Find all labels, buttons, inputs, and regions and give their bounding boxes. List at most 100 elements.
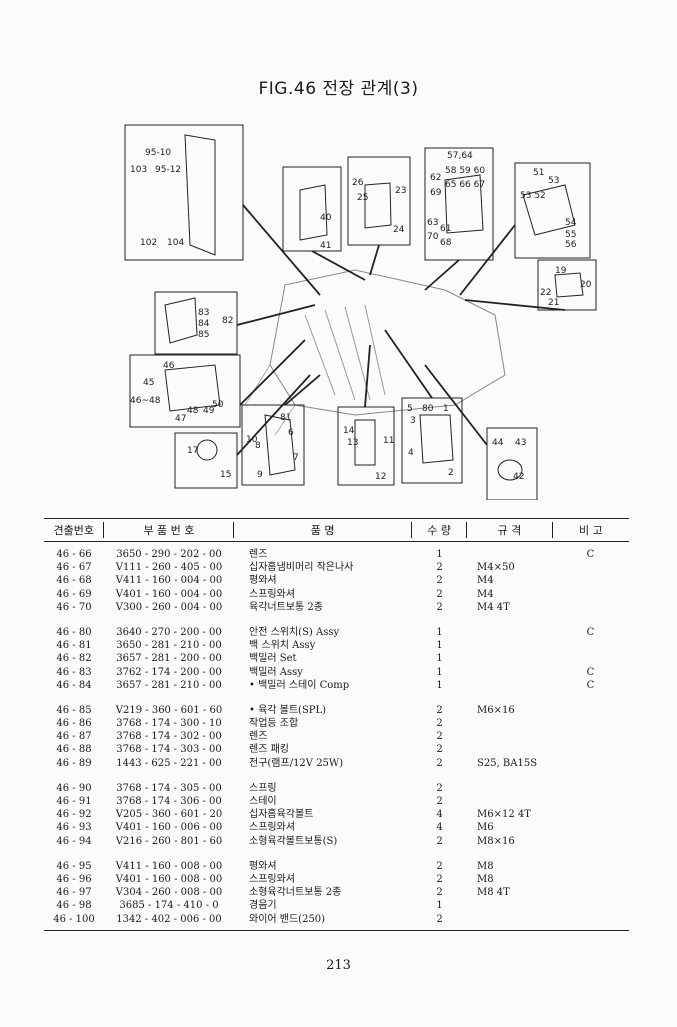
callout-label: 104 — [167, 238, 184, 248]
callout-label: 82 — [222, 316, 233, 326]
callout-label: 26 — [352, 178, 364, 188]
callout-label: 19 — [555, 266, 567, 276]
row-part-number: 3768 - 174 - 303 - 00 — [116, 744, 222, 756]
callout-label: 50 — [212, 400, 224, 410]
row-spec — [467, 913, 552, 926]
row-ref-number: 46 - 88 — [56, 744, 92, 756]
row-remarks — [552, 782, 629, 795]
row-spec — [467, 795, 552, 808]
callout-label: 9 — [257, 470, 263, 480]
row-quantity: 4 — [436, 809, 443, 821]
callout-label: 2 — [448, 468, 454, 478]
table-header: 견출번호 부 품 번 호 품 명 수 량 규 격 비 고 — [44, 518, 629, 542]
row-quantity: 4 — [436, 822, 443, 834]
row-part-number: 3768 - 174 - 305 - 00 — [116, 782, 222, 794]
row-quantity: 2 — [436, 744, 443, 756]
row-spec: M4 4T — [477, 601, 510, 613]
row-part-number: V411 - 160 - 004 - 00 — [115, 575, 223, 587]
row-part-number: 3768 - 174 - 300 - 10 — [116, 718, 222, 730]
row-part-name: 와이어 밴드(250) — [249, 913, 326, 925]
callout-label: 24 — [393, 225, 405, 235]
callout-label: 63 — [427, 218, 438, 228]
row-ref-number: 46 - 87 — [56, 731, 92, 743]
callout-label: 57,64 — [447, 151, 473, 161]
row-part-name: 십자홈냄비머리 작은나사 — [249, 562, 354, 574]
row-remarks — [552, 886, 629, 899]
row-ref-number: 46 - 95 — [56, 860, 92, 872]
row-spec: M4 — [477, 575, 494, 587]
row-spec: M8 4T — [477, 887, 510, 899]
callout-label: 41 — [320, 241, 331, 251]
callout-label: 4 — [408, 448, 414, 458]
row-spec: M8×16 — [477, 835, 515, 847]
callout-label: 15 — [220, 470, 231, 480]
row-quantity: 2 — [436, 704, 443, 716]
callout-label: 48 — [187, 406, 199, 416]
row-quantity: 2 — [436, 873, 443, 885]
row-spec: M6×16 — [477, 704, 515, 716]
callout-label: 68 — [440, 238, 452, 248]
row-quantity: 2 — [436, 731, 443, 743]
row-part-name: 스프링와셔 — [249, 873, 295, 885]
row-part-number: V111 - 260 - 405 - 00 — [115, 562, 223, 574]
row-ref-number: 46 - 82 — [56, 653, 92, 665]
callout-label: 20 — [580, 280, 592, 290]
callout-label: 14 — [343, 426, 355, 436]
row-part-name: 백 스위치 Assy — [249, 640, 316, 652]
row-ref-number: 46 - 91 — [56, 796, 92, 807]
callout-label: 80 — [422, 404, 434, 414]
callout-label: 22 — [540, 288, 551, 298]
row-remarks — [552, 561, 629, 574]
row-quantity: 2 — [436, 575, 443, 587]
row-ref-number: 46 - 100 — [53, 913, 95, 925]
callout-label: 42 — [513, 472, 524, 482]
callout-label: 85 — [198, 330, 209, 340]
row-ref-number: 46 - 68 — [56, 575, 92, 587]
row-remarks — [552, 808, 629, 821]
callout-label: 83 — [198, 308, 209, 318]
callout-label: 61 — [440, 224, 451, 234]
row-spec — [467, 730, 552, 743]
row-part-name: 렌즈 — [249, 731, 268, 743]
row-ref-number: 46 - 85 — [56, 704, 92, 716]
row-part-name: 소형육각너트보통 2종 — [249, 887, 342, 899]
row-part-name: 백밀러 Set — [249, 653, 297, 665]
row-part-name: • 육각 볼트(SPL) — [249, 704, 327, 716]
row-remarks: C — [586, 679, 595, 691]
row-remarks — [552, 913, 629, 926]
callout-label: 1 — [443, 404, 449, 414]
row-part-name: 렌즈 패킹 — [249, 744, 289, 756]
row-remarks — [552, 730, 629, 743]
col-quantity: 수 량 — [410, 522, 467, 538]
callout-label: 56 — [565, 240, 577, 250]
callout-label: 54 — [565, 218, 577, 228]
row-spec — [467, 717, 552, 730]
callout-label: 46 — [163, 361, 175, 371]
row-spec — [467, 782, 552, 795]
col-spec: 규 격 — [466, 522, 551, 538]
row-part-number: 3657 - 281 - 210 - 00 — [116, 679, 222, 691]
row-remarks: C — [586, 666, 595, 678]
row-spec — [467, 626, 552, 639]
page-number: 213 — [326, 958, 351, 973]
row-quantity: 1 — [436, 653, 443, 665]
row-remarks — [552, 860, 629, 873]
callout-label: 7 — [293, 453, 299, 463]
row-ref-number: 46 - 90 — [56, 782, 92, 794]
row-remarks — [552, 574, 629, 587]
row-quantity: 1 — [436, 679, 443, 691]
row-quantity: 2 — [436, 588, 443, 600]
row-ref-number: 46 - 80 — [56, 626, 92, 638]
row-part-name: 평와셔 — [249, 860, 277, 872]
row-remarks: C — [586, 626, 595, 638]
